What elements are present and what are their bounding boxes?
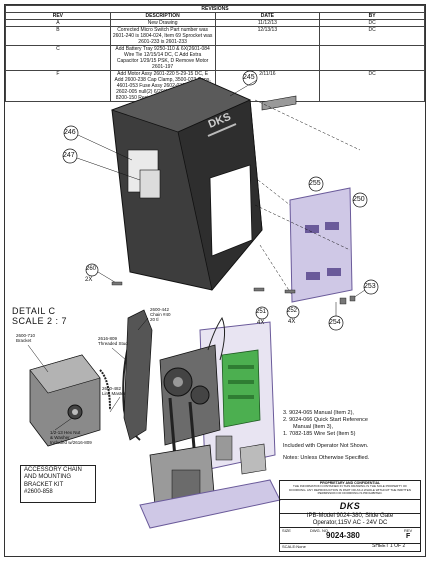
date-cell <box>214 45 321 71</box>
title-block: PROPRIETARY AND CONFIDENTIAL THE INFORMA… <box>279 480 421 552</box>
part-qty: 20 tl <box>150 317 159 322</box>
callout-250: 250 <box>353 196 365 203</box>
rev-cell: F <box>5 70 111 102</box>
callout-251: 251 <box>256 309 267 315</box>
part-number: 2600-482 <box>102 386 122 391</box>
rev-cell: C <box>5 45 111 71</box>
company-logo: DKS <box>280 499 420 514</box>
cover-window-opening <box>209 164 253 257</box>
callout-245: 245 <box>243 74 255 81</box>
label-hex-nut: 1/2-13 Hex Nut & Washer Included w/2616-… <box>50 430 92 445</box>
detail-c-bracket <box>29 354 101 447</box>
note-line: Notes: Unless Otherwise Specified. <box>283 455 370 461</box>
by-cell: DC <box>319 70 425 102</box>
cover-panel-255 <box>289 187 353 303</box>
part-number: 2600-442 <box>150 307 170 312</box>
callout-247: 247 <box>63 152 75 159</box>
revision-letter: F <box>406 533 411 540</box>
nut-line-2: & Washer <box>50 435 70 440</box>
nut-line-1: 1/2-13 Hex Nut <box>50 430 81 435</box>
proprietary-notice: PROPRIETARY AND CONFIDENTIAL THE INFORMA… <box>280 481 420 500</box>
label-2600-710: 2600-710 Bracket <box>16 333 35 343</box>
detail-c-scale: SCALE 2 : 7 <box>12 316 68 326</box>
part-name: Bracket <box>16 338 32 343</box>
callout-251-qty: 4X <box>257 320 265 326</box>
top-plate <box>261 95 297 111</box>
callout-260: 260 <box>86 266 97 272</box>
proprietary-title: PROPRIETARY AND CONFIDENTIAL <box>319 481 381 485</box>
drawing-title-line-2: Operator,115V AC - 24V DC <box>312 520 388 526</box>
scale-label: SCALE:None <box>282 544 306 549</box>
detail-c-heading: DETAIL C <box>12 306 56 316</box>
note-line: 2. 9024-066 Quick Start Reference <box>283 417 368 423</box>
part-number: 2600-710 <box>16 333 36 338</box>
sheet-number: SHEET 1 OF 2 <box>372 543 406 549</box>
description-cell: Corrected Micro Switch Part number was 2… <box>109 26 216 46</box>
dwg-no-label: DWG. NO. <box>310 528 330 533</box>
detail-c-title: DETAIL C SCALE 2 : 7 <box>12 306 67 326</box>
callout-255: 255 <box>309 180 321 187</box>
label-2600-442: 2600-442 Chain #40 20 tl <box>150 307 171 322</box>
callout-252: 252 <box>287 308 298 314</box>
drawing-number: 9024-380 <box>326 531 360 540</box>
operator-cover: DKS <box>110 77 263 291</box>
size-label: SIZE <box>282 528 291 533</box>
notes-block: 3. 9024-065 Manual (Item 2), 2. 9024-066… <box>283 410 369 462</box>
note-line: 1. 7082-185 Wire Set (Item 5) <box>283 431 356 437</box>
callout-246: 246 <box>64 129 76 136</box>
by-cell <box>319 45 425 71</box>
kit-line-3: BRACKET KIT <box>24 481 64 488</box>
operator-mechanism <box>139 316 281 529</box>
drawing-number-row: SIZE DWG. NO. 9024-380 REV F <box>280 527 420 544</box>
callout-253: 253 <box>364 283 376 290</box>
rev-label: REV <box>404 528 413 533</box>
accessory-kit-box: ACCESSORY CHAIN AND MOUNTING BRACKET KIT… <box>20 465 96 503</box>
label-2616-809: 2616-809 Threaded Stud <box>98 336 128 346</box>
drawing-title-line-1: IPB-Model 9024-380, Slide Gate <box>306 513 394 519</box>
part-name: Threaded Stud <box>98 341 128 346</box>
callout-252-qty: 4X <box>288 319 296 325</box>
drawing-title: IPB-Model 9024-380, Slide Gate Operator,… <box>280 513 420 528</box>
nut-line-3: Included w/2616-809 <box>50 440 92 445</box>
part-name: Chain #40 <box>150 312 171 317</box>
part-number: 2616-809 <box>98 336 118 341</box>
callout-254: 254 <box>329 319 341 326</box>
note-line: 3. 9024-065 Manual (Item 2), <box>283 410 354 416</box>
callout-260-qty: 2X <box>85 277 93 283</box>
kit-line-1: ACCESSORY CHAIN <box>24 467 82 473</box>
cover-label-247 <box>139 169 161 199</box>
note-line: Included with Operator Not Shown. <box>283 443 369 449</box>
kit-line-4: #2600-858 <box>24 489 53 496</box>
kit-line-2: AND MOUNTING <box>24 474 71 481</box>
note-line: Manual (Item 3), <box>293 424 334 430</box>
label-2600-482: 2600-482 Link Master <box>102 386 125 396</box>
part-name: Link Master <box>102 391 126 396</box>
proprietary-text: THE INFORMATION CONTAINED IN THIS DRAWIN… <box>289 484 411 496</box>
revision-row: B Corrected Micro Switch Part number was… <box>5 26 425 46</box>
